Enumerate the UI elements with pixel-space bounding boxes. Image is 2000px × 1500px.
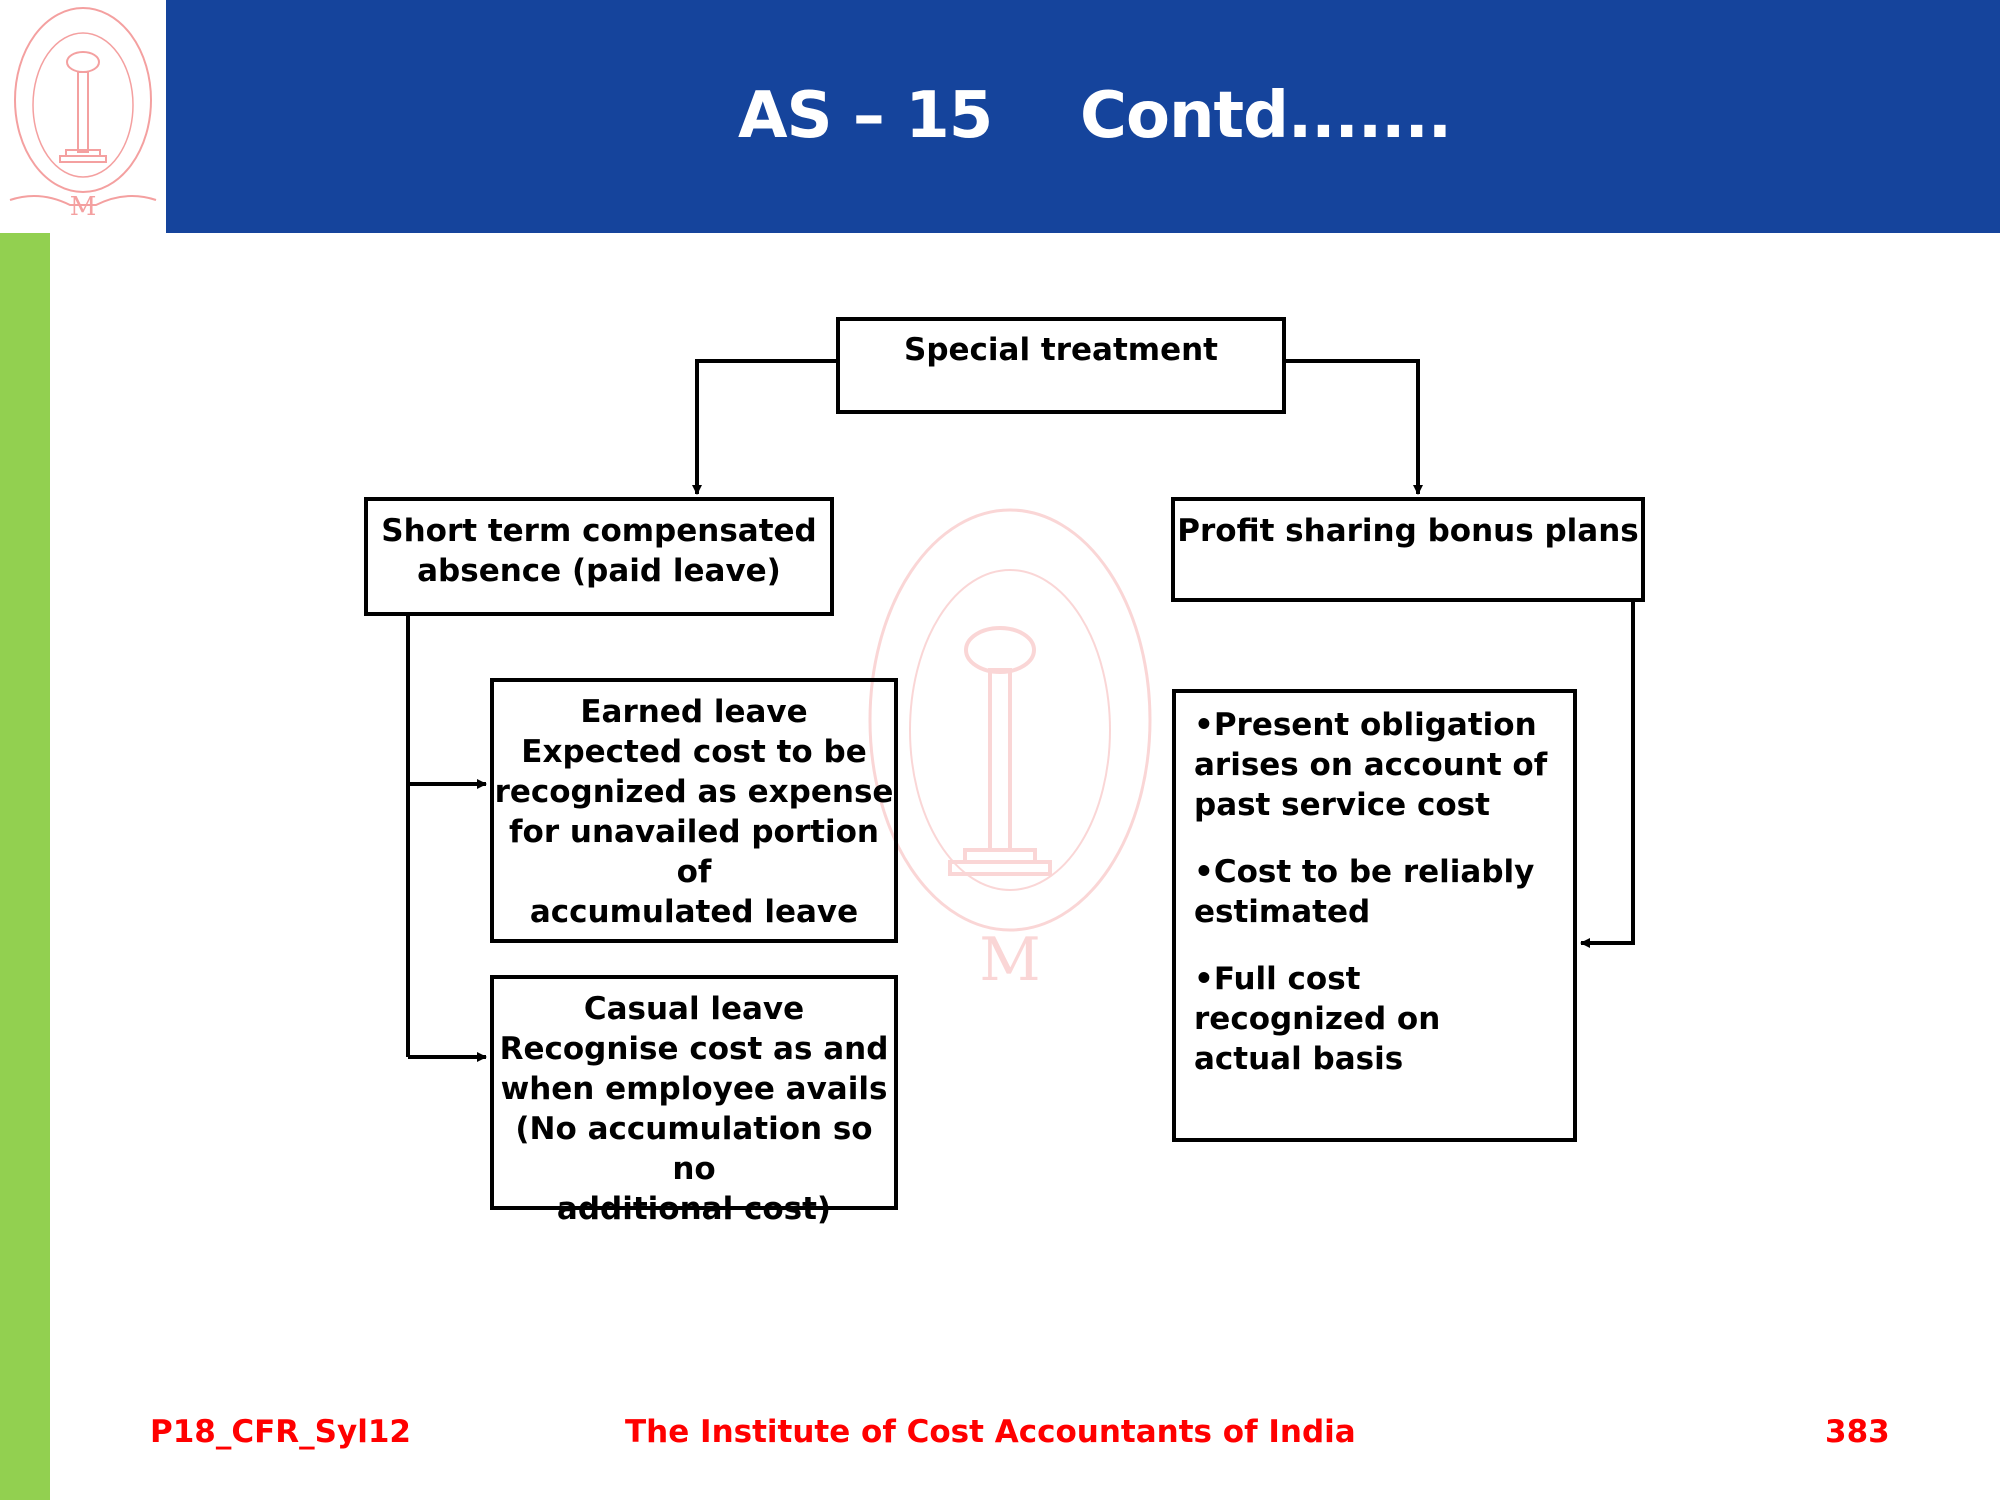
node-label: Special treatment (904, 332, 1218, 368)
node-label-line: absence (paid leave) (417, 553, 781, 589)
node-label-line: (No accumulation so no (515, 1111, 873, 1187)
slide-header (166, 0, 2000, 233)
node-casual-leave: Casual leave Recognise cost as and when … (490, 975, 898, 1227)
connector-root-to-left (692, 359, 836, 495)
node-special-treatment: Special treatment (836, 317, 1286, 414)
node-label-line: accumulated leave (529, 894, 859, 930)
connector-right-to-details (1580, 602, 1635, 948)
svg-text:M: M (70, 192, 97, 222)
slide-title-contd: Contd....... (1080, 79, 1452, 153)
bullet-item: •Present obligation arises on account of… (1194, 707, 1548, 823)
node-profit-sharing-details: •Present obligation arises on account of… (1172, 689, 1577, 1142)
footer-course-code: P18_CFR_Syl12 (150, 1414, 411, 1450)
node-label-line: Earned leave (580, 694, 808, 730)
footer-institute-name: The Institute of Cost Accountants of Ind… (625, 1414, 1356, 1450)
node-label-line: Casual leave (583, 991, 805, 1027)
slide-title-standard: AS – 15 (738, 79, 993, 153)
node-profit-sharing: Profit sharing bonus plans (1171, 497, 1645, 602)
bullet-item: •Cost to be reliably estimated (1194, 854, 1535, 930)
node-label-line: recognized as expense (494, 774, 894, 810)
node-label-line: Recognise cost as and (499, 1031, 889, 1067)
institute-logo: M (0, 0, 166, 233)
connector-root-to-right (1286, 359, 1423, 495)
footer-page-number: 383 (1825, 1414, 1890, 1450)
svg-text:M: M (979, 925, 1040, 995)
node-earned-leave: Earned leave Expected cost to be recogni… (490, 678, 898, 943)
node-label-line: Short term compensated (381, 513, 817, 549)
node-label-line: additional cost) (556, 1191, 832, 1227)
icai-logo-icon: M (9, 7, 157, 222)
bullet-item: •Full cost recognized on actual basis (1194, 961, 1441, 1077)
node-label-line: for unavailed portion of (509, 814, 879, 890)
node-label-line: Expected cost to be (521, 734, 867, 770)
node-short-term-absence: Short term compensated absence (paid lea… (364, 497, 834, 616)
sidebar-accent-bar (0, 233, 50, 1500)
node-label-line: when employee avails (500, 1071, 888, 1107)
node-label: Profit sharing bonus plans (1177, 513, 1639, 549)
watermark-logo-icon: M (868, 508, 1152, 995)
